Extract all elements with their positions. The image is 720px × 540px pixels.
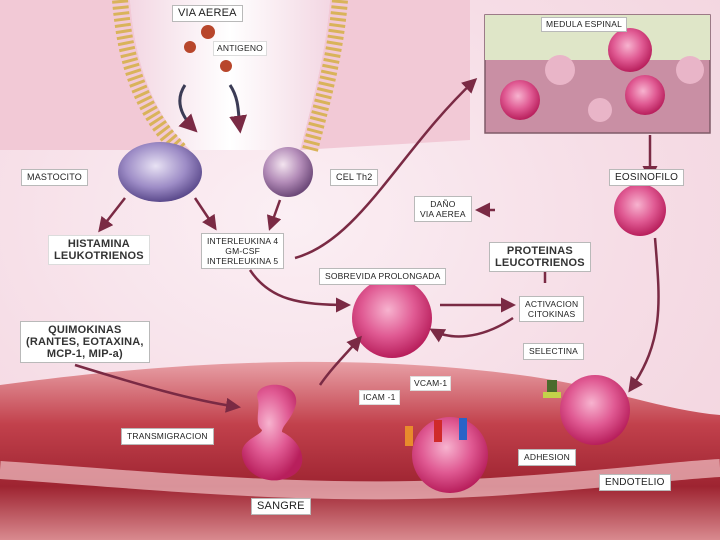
label-sangre: SANGRE — [251, 498, 311, 515]
label-activacion: ACTIVACION CITOKINAS — [519, 296, 585, 322]
mast-cell — [118, 142, 202, 202]
label-vcam: VCAM-1 — [410, 376, 452, 391]
adhering-eosinophil-2 — [560, 375, 630, 445]
label-medula-espinal: MEDULA ESPINAL — [541, 17, 628, 32]
label-histamina: HISTAMINA LEUKOTRIENOS — [48, 235, 150, 265]
adhering-eosinophil-1 — [412, 417, 488, 493]
airway-wall-left — [0, 0, 190, 150]
label-selectina: SELECTINA — [523, 343, 585, 360]
label-via-aerea: VIA AEREA — [172, 5, 243, 22]
bone-marrow-inset — [484, 14, 711, 134]
label-antigeno: ANTIGENO — [213, 41, 267, 56]
label-cel-th2: CEL Th2 — [330, 169, 379, 186]
flow-arrows — [74, 77, 660, 413]
label-eosinofilo: EOSINOFILO — [609, 169, 685, 186]
label-dano-via-aerea: DAÑO VIA AEREA — [414, 196, 472, 222]
adhesion-molecules — [405, 380, 561, 446]
label-mastocito: MASTOCITO — [21, 169, 88, 186]
label-icam: ICAM -1 — [359, 390, 400, 405]
central-eosinophil — [352, 278, 432, 358]
eosinophil-cell — [614, 184, 666, 236]
transmigrating-cell — [241, 384, 303, 481]
label-transmigracion: TRANSMIGRACION — [121, 428, 214, 445]
label-interleukina: INTERLEUKINA 4 GM-CSF INTERLEUKINA 5 — [201, 233, 285, 269]
label-sobrevida: SOBREVIDA PROLONGADA — [319, 268, 447, 285]
th2-cell — [263, 147, 313, 197]
label-adhesion: ADHESION — [518, 449, 576, 466]
airway-epithelium-left — [112, 0, 186, 156]
label-proteinas: PROTEINAS LEUCOTRIENOS — [489, 242, 591, 272]
airway-lumen — [130, 0, 330, 150]
antigen-particles — [184, 25, 232, 72]
label-endotelio: ENDOTELIO — [599, 474, 671, 491]
airway-epithelium-right — [302, 0, 348, 152]
label-quimokinas: QUIMOKINAS (RANTES, EOTAXINA, MCP-1, MIP… — [20, 321, 150, 363]
blood-vessel — [0, 361, 720, 540]
